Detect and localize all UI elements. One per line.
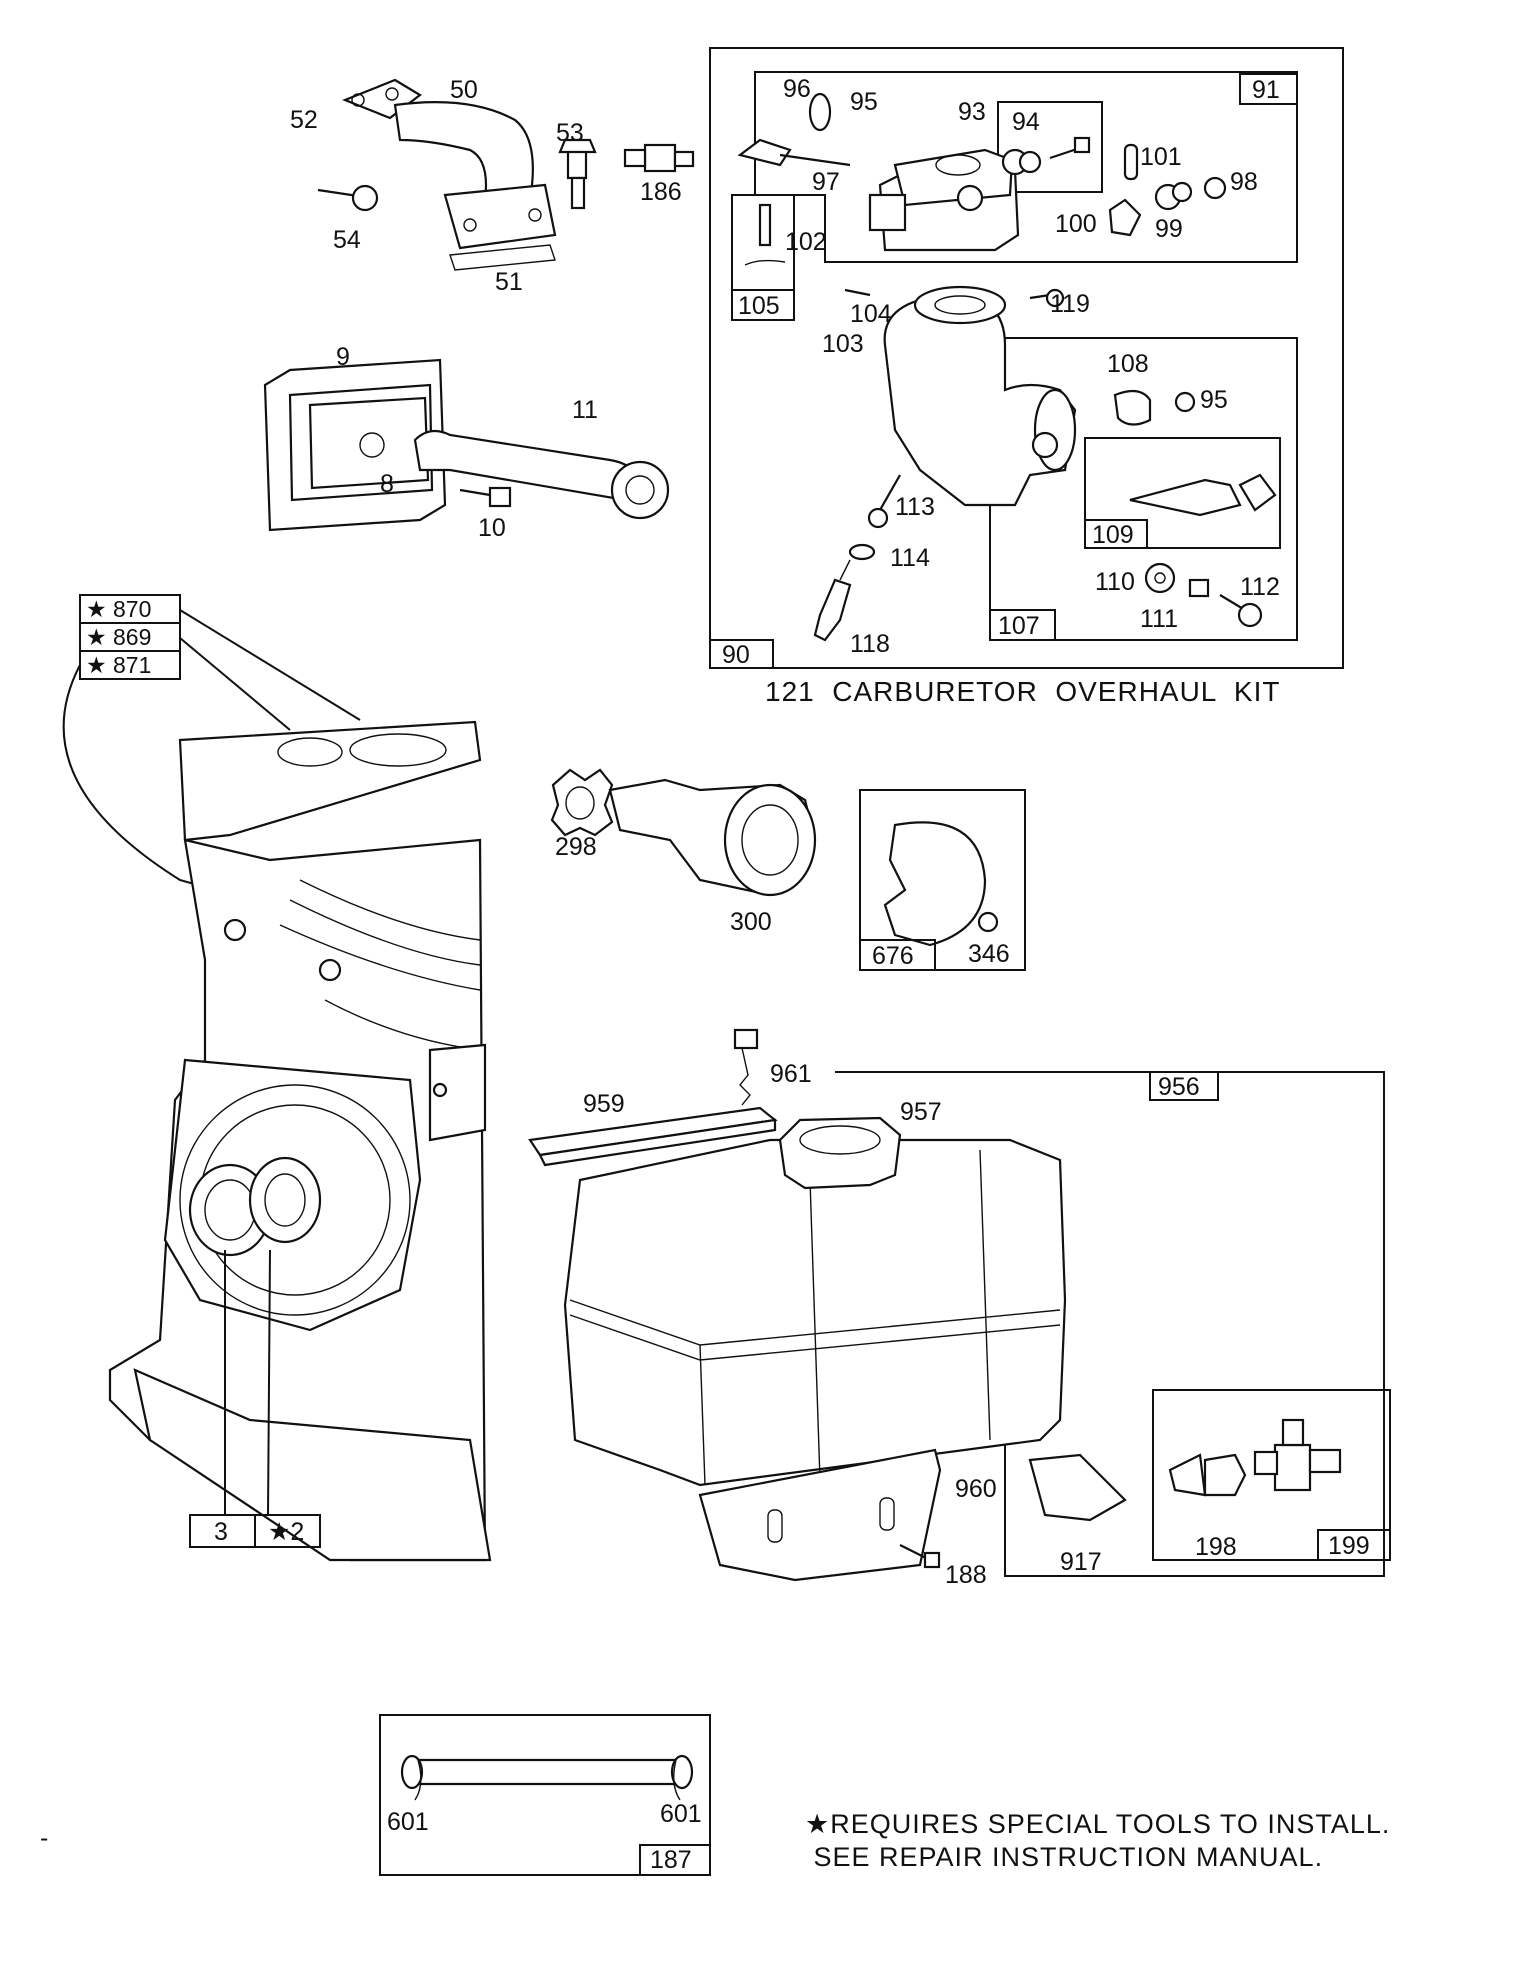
callout-94: 94 — [1012, 108, 1040, 136]
stray-mark: - — [40, 1824, 48, 1852]
box-label-3: 3 — [214, 1518, 228, 1546]
callout-51: 51 — [495, 268, 523, 296]
box-label-2-special: ★2 — [268, 1518, 304, 1546]
part-187-box — [379, 1714, 711, 1876]
box-label-105: 105 — [738, 292, 780, 320]
callout-9: 9 — [336, 343, 350, 371]
callout-186: 186 — [640, 178, 682, 206]
callout-300: 300 — [730, 908, 772, 936]
exhaust-elbow-group — [317, 78, 695, 271]
callout-346: 346 — [968, 940, 1010, 968]
part-676-box — [859, 789, 1026, 971]
callout-8: 8 — [380, 470, 394, 498]
callout-50: 50 — [450, 76, 478, 104]
carburetor-kit-box — [709, 47, 1344, 669]
callout-961: 961 — [770, 1060, 812, 1088]
box-label-109: 109 — [1092, 521, 1134, 549]
callout-104: 104 — [850, 300, 892, 328]
box-label-956: 956 — [1158, 1073, 1200, 1101]
muffler-group — [550, 768, 817, 897]
box-label-187: 187 — [650, 1846, 692, 1874]
callout-10: 10 — [478, 514, 506, 542]
callout-601-right: 601 — [660, 1800, 702, 1828]
gasket-label-group — [62, 594, 361, 893]
callout-108: 108 — [1107, 350, 1149, 378]
box-label-107: 107 — [998, 612, 1040, 640]
callout-112: 112 — [1240, 573, 1280, 601]
callout-601-left: 601 — [387, 1808, 429, 1836]
callout-957: 957 — [900, 1098, 942, 1126]
callout-97: 97 — [812, 168, 840, 196]
boxed-labels: 91 105 109 107 90 676 956 199 187 3 ★2 ★… — [86, 73, 1391, 1876]
callout-959: 959 — [583, 1090, 625, 1118]
callout-114: 114 — [890, 544, 930, 572]
callout-11: 11 — [572, 396, 598, 424]
callout-110: 110 — [1095, 568, 1135, 596]
callout-111: 111 — [1140, 605, 1178, 633]
callout-960: 960 — [955, 1475, 997, 1503]
carburetor-kit-title: 121 CARBURETOR OVERHAUL KIT — [765, 676, 1281, 707]
footnote-line-1: ★REQUIRES SPECIAL TOOLS TO INSTALL. — [805, 1809, 1391, 1839]
box-label-91: 91 — [1252, 76, 1280, 104]
callout-53: 53 — [556, 119, 584, 147]
box-label-871-special: ★ 871 — [86, 652, 151, 678]
fuel-tank-group — [528, 1028, 1391, 1582]
callout-198: 198 — [1195, 1533, 1237, 1561]
callout-labels: 50 52 53 186 54 51 9 11 8 10 96 95 93 94… — [290, 75, 1280, 1836]
callout-102: 102 — [785, 228, 827, 256]
callout-100: 100 — [1055, 210, 1097, 238]
callout-101: 101 — [1140, 143, 1182, 171]
box-label-869-special: ★ 869 — [86, 624, 151, 650]
callout-119: 119 — [1050, 290, 1090, 318]
callout-93: 93 — [958, 98, 986, 126]
box-label-90: 90 — [722, 641, 750, 669]
callout-113: 113 — [895, 493, 935, 521]
box-label-676: 676 — [872, 942, 914, 970]
callout-96: 96 — [783, 75, 811, 103]
callout-917: 917 — [1060, 1548, 1102, 1576]
callout-98: 98 — [1230, 168, 1258, 196]
special-tools-footnote: ★REQUIRES SPECIAL TOOLS TO INSTALL. SEE … — [805, 1808, 1505, 1874]
box-label-199: 199 — [1328, 1532, 1370, 1560]
callout-118: 118 — [850, 630, 890, 658]
engine-block — [108, 720, 492, 1562]
breather-group — [263, 358, 670, 532]
box-label-870-special: ★ 870 — [86, 596, 151, 622]
callout-95-upper: 95 — [850, 88, 878, 116]
footnote-line-2: SEE REPAIR INSTRUCTION MANUAL. — [805, 1842, 1324, 1872]
callout-103: 103 — [822, 330, 864, 358]
callout-95-lower: 95 — [1200, 386, 1228, 414]
callout-54: 54 — [333, 226, 361, 254]
callout-99: 99 — [1155, 215, 1183, 243]
callout-188: 188 — [945, 1561, 987, 1589]
callout-298: 298 — [555, 833, 597, 861]
callout-52: 52 — [290, 106, 318, 134]
